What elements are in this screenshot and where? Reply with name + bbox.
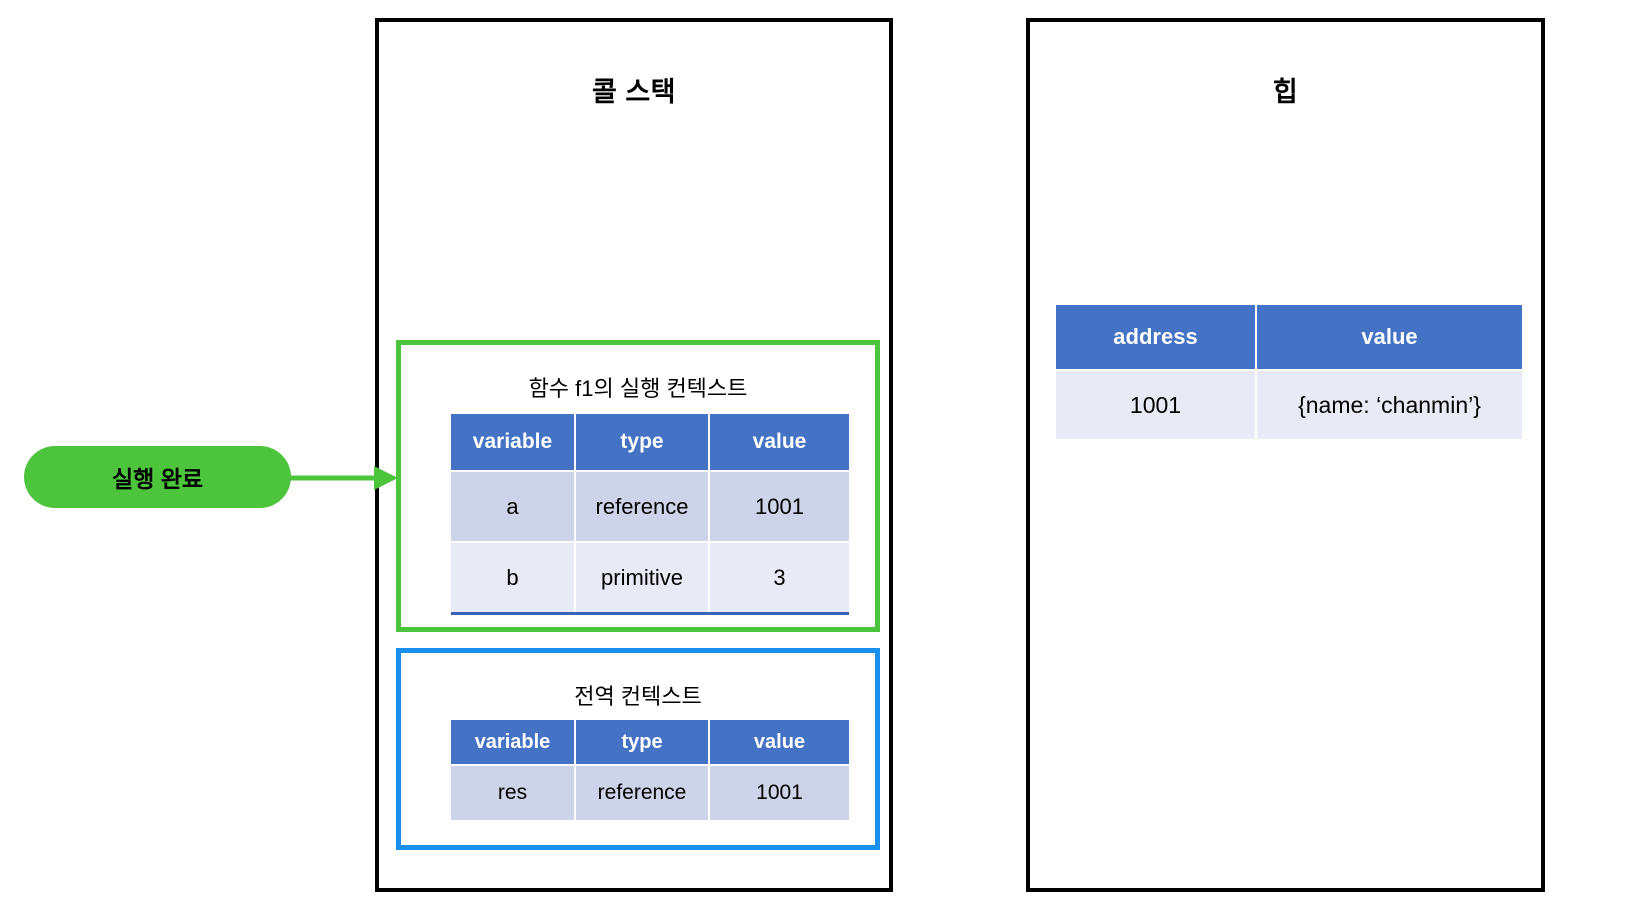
column-header-value: value	[708, 720, 849, 765]
heap-table: address value 1001 {name: ‘chanmin’}	[1056, 305, 1522, 439]
table-header-row: variable type value	[451, 414, 849, 471]
callout-arrow-icon	[286, 466, 398, 490]
cell-variable: b	[451, 541, 576, 614]
cell-value: 1001	[708, 764, 849, 820]
callout-label: 실행 완료	[111, 466, 204, 492]
table-row: res reference 1001	[451, 764, 849, 820]
execution-context-f1: 함수 f1의 실행 컨텍스트 variable type value a ref…	[396, 340, 880, 632]
heap-title: 힙	[1272, 77, 1299, 107]
execution-context-f1-title: 함수 f1의 실행 컨텍스트	[528, 376, 748, 401]
cell-type: primitive	[574, 541, 710, 614]
column-header-variable: variable	[451, 720, 576, 765]
cell-value: 1001	[708, 470, 849, 542]
table-row: 1001 {name: ‘chanmin’}	[1056, 369, 1522, 439]
heap-panel: 힙 address value 1001 {name: ‘chanmin’}	[1026, 18, 1545, 892]
cell-address: 1001	[1056, 369, 1257, 439]
column-header-type: type	[574, 414, 710, 471]
table-row: a reference 1001	[451, 470, 849, 542]
table-header-row: variable type value	[451, 720, 849, 765]
execution-context-global: 전역 컨텍스트 variable type value res referenc…	[396, 648, 880, 850]
table-row: b primitive 3	[451, 541, 849, 614]
call-stack-panel: 콜 스택 함수 f1의 실행 컨텍스트 variable type value …	[375, 18, 893, 892]
column-header-variable: variable	[451, 414, 576, 471]
cell-type: reference	[574, 470, 710, 542]
column-header-value: value	[1255, 305, 1522, 370]
execution-context-global-table: variable type value res reference 1001	[451, 720, 849, 820]
call-stack-title: 콜 스택	[591, 77, 677, 107]
cell-value: 3	[708, 541, 849, 614]
execution-context-global-title: 전역 컨텍스트	[574, 684, 702, 709]
cell-variable: res	[451, 764, 576, 820]
callout-pill-execution-complete: 실행 완료	[24, 446, 291, 508]
execution-context-f1-table: variable type value a reference 1001 b p…	[451, 414, 849, 615]
column-header-address: address	[1056, 305, 1257, 370]
cell-value: {name: ‘chanmin’}	[1255, 369, 1522, 439]
cell-type: reference	[574, 764, 710, 820]
table-header-row: address value	[1056, 305, 1522, 370]
column-header-type: type	[574, 720, 710, 765]
column-header-value: value	[708, 414, 849, 471]
cell-variable: a	[451, 470, 576, 542]
